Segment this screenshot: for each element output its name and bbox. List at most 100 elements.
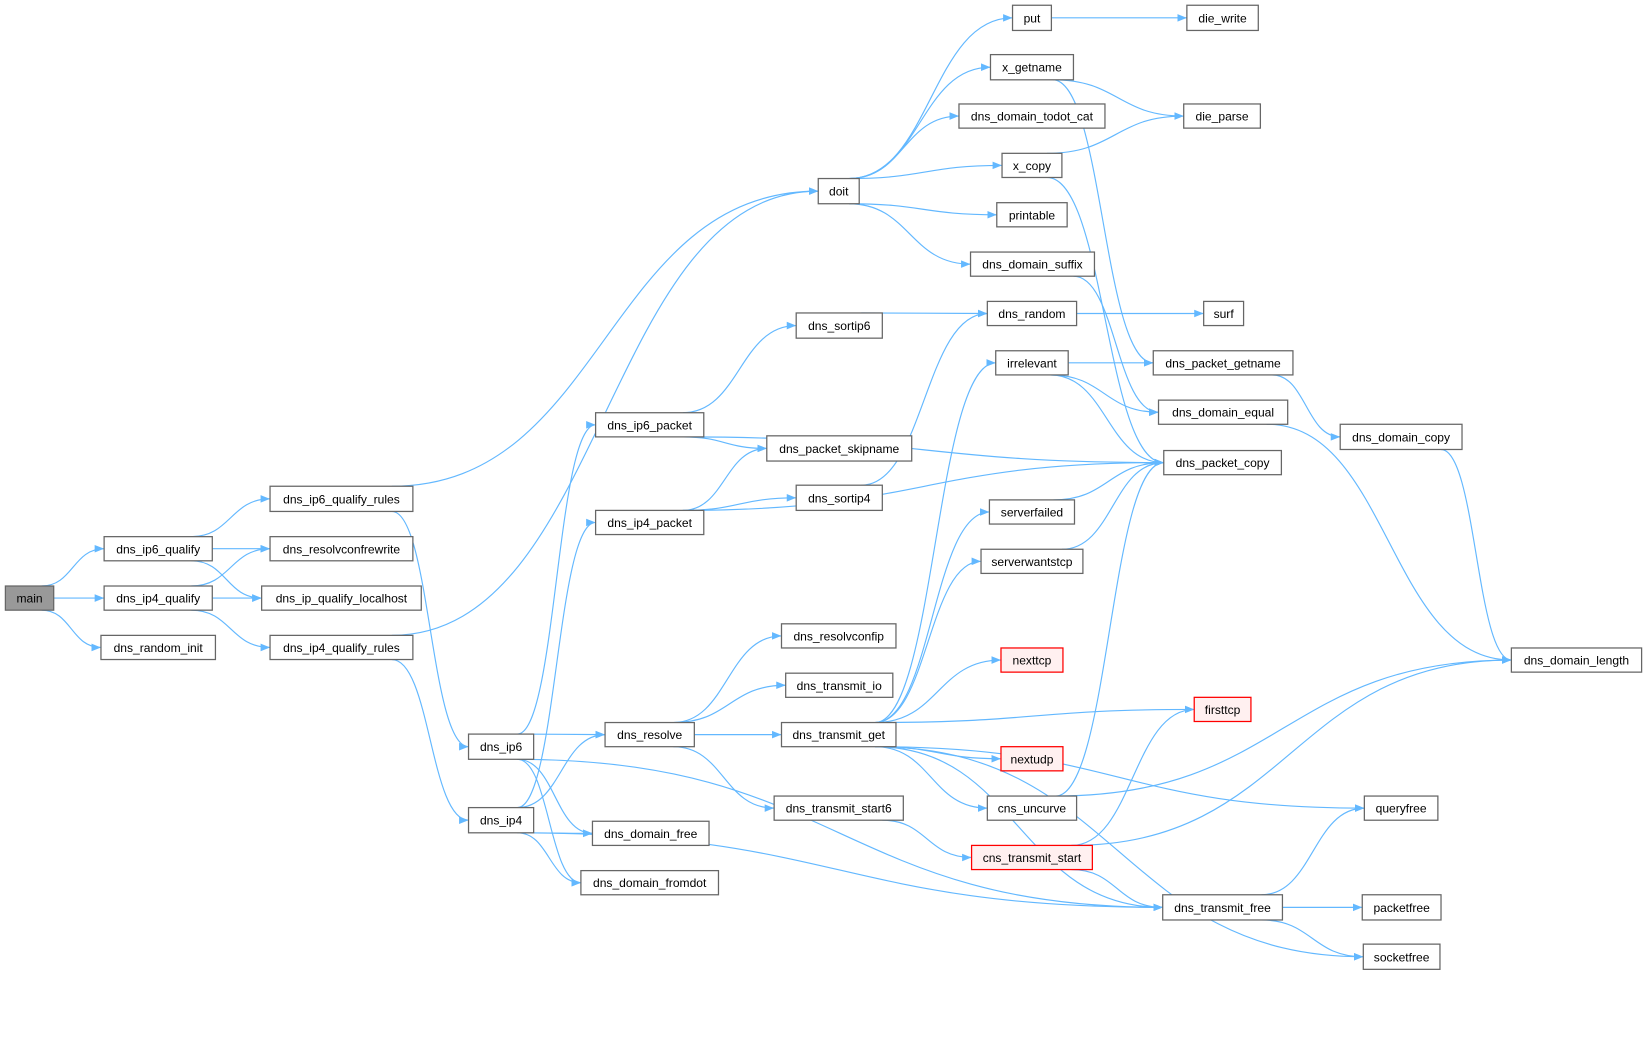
node-x_getname[interactable]: x_getname [989, 53, 1075, 81]
node-dns_resolvconfrewrite[interactable]: dns_resolvconfrewrite [269, 536, 414, 562]
node-doit[interactable]: doit [817, 177, 860, 205]
edge-cns_transmit_start-to-firsttcp [1071, 705, 1195, 846]
node-box [773, 795, 904, 821]
edge-dns_ip4-to-dns_ip4_packet [517, 518, 596, 809]
node-dns_sortip4[interactable]: dns_sortip4 [795, 484, 883, 512]
node-dns_domain_free[interactable]: dns_domain_free [591, 820, 710, 847]
node-irrelevant[interactable]: irrelevant [995, 350, 1069, 376]
node-box [269, 485, 414, 513]
edge-dns_ip6_qualify_rules-to-dns_ip6 [391, 510, 469, 751]
edge-dns_transmit_get-to-cns_uncurve [874, 746, 988, 812]
edge-dns_ip4_qualify_rules-to-dns_ip4 [391, 658, 469, 824]
node-x_copy[interactable]: x_copy [1001, 152, 1063, 179]
edge-dns_ip4_packet-to-dns_packet_skipname [682, 444, 767, 511]
node-dns_packet_getname[interactable]: dns_packet_getname [1152, 350, 1294, 376]
node-packetfree[interactable]: packetfree [1361, 894, 1442, 921]
node-dns_ip6[interactable]: dns_ip6 [467, 733, 535, 760]
node-dns_domain_todot_cat[interactable]: dns_domain_todot_cat [958, 103, 1106, 129]
node-dns_random_init[interactable]: dns_random_init [100, 634, 217, 661]
edge-doit-to-put [848, 14, 1013, 180]
node-nexttcp[interactable]: nexttcp [1000, 647, 1064, 673]
node-dns_domain_equal[interactable]: dns_domain_equal [1157, 399, 1289, 425]
node-dns_ip6_qualify_rules[interactable]: dns_ip6_qualify_rules [269, 485, 414, 513]
node-label: dns_domain_copy [1352, 430, 1450, 444]
node-label: dns_packet_copy [1176, 456, 1270, 470]
edge-irrelevant-to-dns_packet_copy [1050, 374, 1164, 467]
edge-doit-to-dns_domain_suffix [848, 203, 971, 268]
node-dns_packet_skipname[interactable]: dns_packet_skipname [766, 435, 913, 462]
node-die_write[interactable]: die_write [1186, 4, 1259, 32]
edge-serverwantstcp-to-dns_packet_copy [1061, 458, 1164, 550]
node-label: dns_ip6_qualify [116, 542, 200, 556]
node-label: firsttcp [1205, 703, 1241, 717]
node-dns_ip6_packet[interactable]: dns_ip6_packet [594, 412, 705, 438]
edge-dns_domain_suffix-to-dns_domain_equal [1073, 275, 1159, 416]
edge-dns_ip6_qualify-to-dns_ip6_qualify_rules [191, 495, 271, 538]
node-dns_transmit_get[interactable]: dns_transmit_get [780, 721, 897, 748]
edge-dns_transmit_free-to-queryfree [1261, 804, 1365, 896]
node-main[interactable]: main [4, 585, 55, 611]
node-label: dns_ip_qualify_localhost [276, 592, 408, 606]
node-dns_domain_fromdot[interactable]: dns_domain_fromdot [580, 869, 720, 896]
edge-cns_uncurve-to-dns_packet_copy [1055, 458, 1164, 797]
node-die_parse[interactable]: die_parse [1183, 103, 1262, 129]
node-dns_ip_qualify_localhost[interactable]: dns_ip_qualify_localhost [261, 585, 422, 611]
node-surf[interactable]: surf [1203, 300, 1245, 327]
node-nextudp[interactable]: nextudp [1000, 746, 1064, 772]
node-dns_ip4_packet[interactable]: dns_ip4_packet [594, 509, 705, 536]
node-box [1157, 399, 1289, 425]
node-dns_domain_copy[interactable]: dns_domain_copy [1339, 423, 1463, 451]
node-label: die_write [1198, 11, 1247, 25]
edge-cns_uncurve-to-dns_domain_length [1055, 656, 1512, 797]
node-put[interactable]: put [1011, 4, 1053, 32]
node-firsttcp[interactable]: firsttcp [1193, 696, 1252, 723]
edge-dns_transmit_free-to-socketfree [1261, 919, 1364, 961]
node-dns_packet_copy[interactable]: dns_packet_copy [1163, 449, 1283, 476]
node-dns_transmit_io[interactable]: dns_transmit_io [785, 672, 894, 698]
edge-dns_domain_equal-to-dns_domain_length [1266, 423, 1512, 664]
node-label: cns_uncurve [998, 802, 1067, 816]
node-box [1193, 696, 1252, 723]
node-dns_transmit_start6[interactable]: dns_transmit_start6 [773, 795, 904, 821]
edge-dns_sortip4-to-dns_random [861, 309, 988, 486]
node-cns_transmit_start[interactable]: cns_transmit_start [970, 844, 1093, 871]
node-dns_ip4[interactable]: dns_ip4 [467, 806, 535, 834]
node-dns_resolve[interactable]: dns_resolve [604, 721, 695, 748]
node-dns_random[interactable]: dns_random [986, 300, 1078, 327]
node-dns_ip4_qualify_rules[interactable]: dns_ip4_qualify_rules [269, 634, 414, 661]
node-box [780, 623, 897, 649]
edge-dns_ip4_qualify-to-dns_resolvconfrewrite [191, 544, 271, 587]
node-dns_ip4_qualify[interactable]: dns_ip4_qualify [103, 585, 213, 611]
node-label: dns_packet_getname [1165, 356, 1281, 370]
node-label: dns_resolve [617, 728, 682, 742]
node-dns_sortip6[interactable]: dns_sortip6 [795, 312, 883, 339]
node-box [1011, 4, 1053, 32]
node-dns_resolvconfip[interactable]: dns_resolvconfip [780, 623, 897, 649]
node-dns_domain_length[interactable]: dns_domain_length [1510, 647, 1643, 673]
node-dns_transmit_free[interactable]: dns_transmit_free [1162, 894, 1284, 921]
node-queryfree[interactable]: queryfree [1363, 795, 1439, 821]
node-box [269, 536, 414, 562]
node-box [817, 177, 860, 205]
node-box [1183, 103, 1262, 129]
node-box [995, 350, 1069, 376]
edge-serverfailed-to-dns_packet_copy [1053, 458, 1164, 501]
node-label: irrelevant [1007, 356, 1057, 370]
node-serverwantstcp[interactable]: serverwantstcp [980, 548, 1084, 575]
edge-dns_ip6-to-dns_domain_free [517, 758, 593, 838]
node-label: packetfree [1373, 901, 1430, 915]
node-label: dns_ip6_qualify_rules [283, 492, 400, 506]
edge-dns_transmit_get-to-dns_transmit_free [874, 746, 1163, 912]
node-serverfailed[interactable]: serverfailed [988, 499, 1076, 525]
node-dns_ip6_qualify[interactable]: dns_ip6_qualify [103, 536, 213, 562]
edge-dns_ip4_packet-to-dns_sortip4 [682, 494, 797, 511]
node-cns_uncurve[interactable]: cns_uncurve [986, 795, 1078, 821]
node-label: dns_ip6_packet [607, 418, 692, 432]
node-box [269, 634, 414, 661]
node-box [980, 548, 1084, 575]
node-printable[interactable]: printable [996, 202, 1068, 228]
node-socketfree[interactable]: socketfree [1362, 943, 1441, 970]
node-box [594, 509, 705, 536]
node-dns_domain_suffix[interactable]: dns_domain_suffix [969, 251, 1096, 277]
node-box [1163, 449, 1283, 476]
